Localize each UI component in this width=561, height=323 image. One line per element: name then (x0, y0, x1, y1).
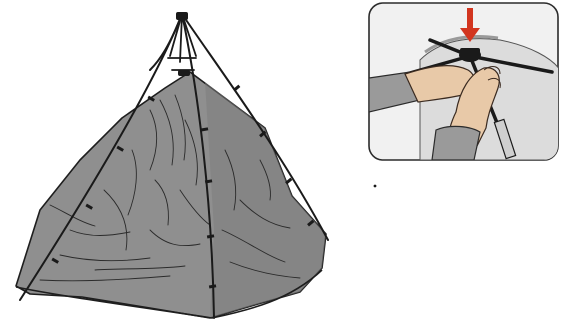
stray-dot (373, 184, 377, 188)
tent-icon (15, 12, 329, 319)
tent-wrinkles (39, 94, 301, 282)
pole-clips (51, 84, 315, 289)
tent-fabric-shadow (205, 82, 326, 318)
tent-poles (19, 13, 329, 319)
hub-icon (459, 48, 481, 62)
tent-base-edge (15, 269, 323, 319)
detail-inset (368, 2, 559, 161)
hand-icon (404, 65, 501, 160)
tent-top-struts (167, 13, 197, 71)
arrow-down-icon (460, 8, 480, 42)
hub-icon (176, 12, 190, 76)
